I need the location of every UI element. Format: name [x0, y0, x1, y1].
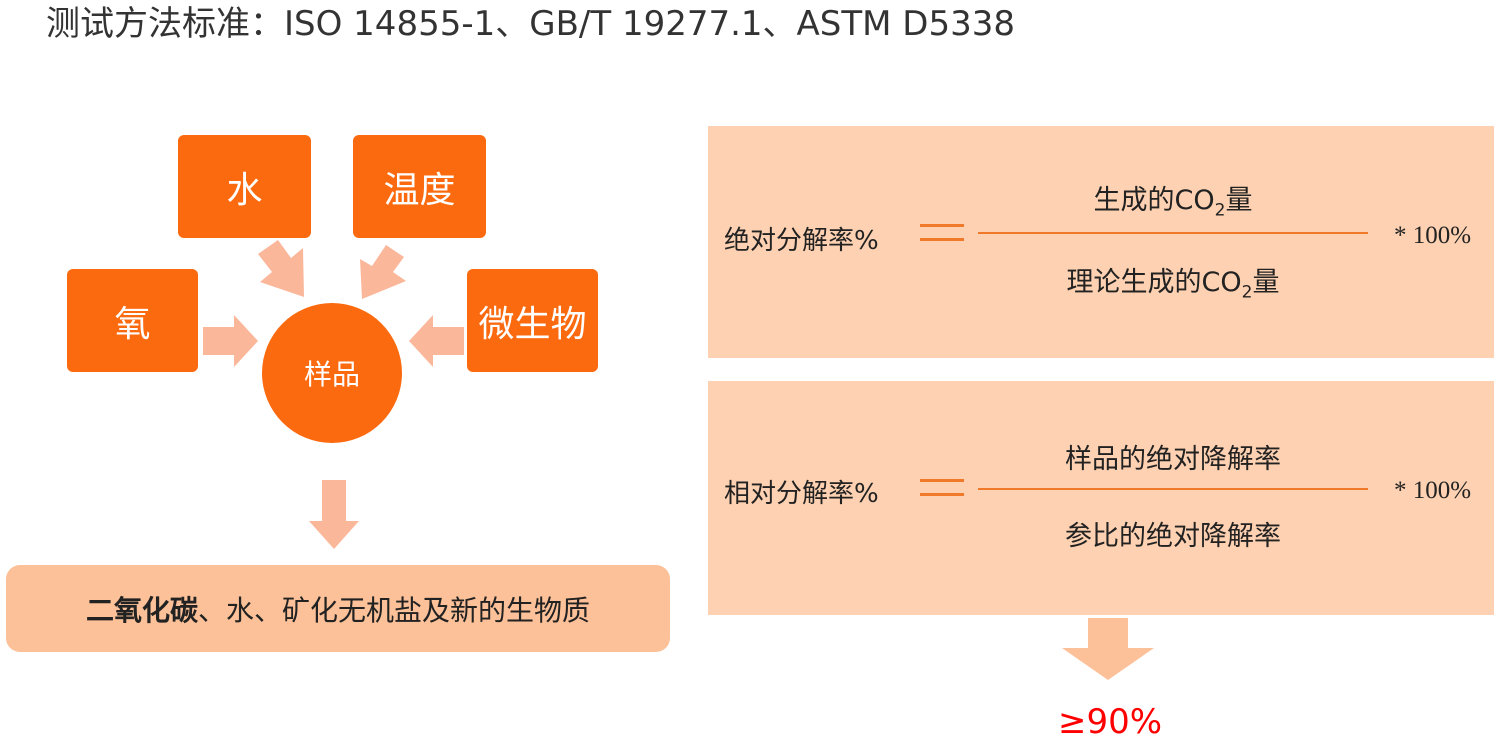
relative-formula-lhs: 相对分解率%	[724, 479, 879, 509]
relative-formula-multiplier: * 100%	[1394, 477, 1472, 504]
water-label: 水	[226, 169, 263, 211]
water-arrow	[258, 240, 304, 297]
fraction-line	[978, 488, 1368, 490]
microbes-label: 微生物	[478, 303, 587, 345]
water-box: 水	[178, 135, 311, 238]
result-box: 二氧化碳、水、矿化无机盐及新的生物质	[6, 565, 670, 652]
result-bold: 二氧化碳	[85, 593, 198, 627]
oxygen-label: 氧	[114, 303, 151, 345]
oxygen-arrow	[203, 315, 258, 367]
absolute-formula-panel: 绝对分解率% 生成的CO2量 理论生成的CO2量 * 100%	[708, 126, 1494, 358]
temperature-box: 温度	[353, 135, 486, 238]
oxygen-box: 氧	[67, 269, 198, 372]
threshold-arrow	[1062, 618, 1154, 680]
result-arrow	[309, 480, 359, 549]
sample-label: 样品	[303, 358, 360, 391]
temperature-label: 温度	[383, 169, 456, 211]
result-rest: 、水、矿化无机盐及新的生物质	[198, 593, 591, 627]
relative-formula-numerator: 样品的绝对降解率	[1065, 444, 1281, 475]
absolute-formula-numerator: 生成的CO2量	[1093, 185, 1253, 221]
temperature-arrow	[360, 245, 406, 299]
equals-sign	[920, 479, 964, 499]
fraction-line	[978, 232, 1368, 234]
microbes-arrow	[409, 315, 464, 367]
absolute-formula-lhs: 绝对分解率%	[724, 226, 879, 256]
relative-formula-denominator: 参比的绝对降解率	[1065, 521, 1281, 552]
sample-circle: 样品	[262, 303, 402, 443]
result-text: 二氧化碳、水、矿化无机盐及新的生物质	[86, 589, 590, 629]
microbes-box: 微生物	[467, 269, 598, 372]
page-title: 测试方法标准：ISO 14855-1、GB/T 19277.1、ASTM D53…	[46, 4, 1015, 44]
threshold-value: ≥90%	[1057, 702, 1163, 742]
absolute-formula-denominator: 理论生成的CO2量	[1066, 267, 1280, 303]
relative-formula-panel: 相对分解率% 样品的绝对降解率 参比的绝对降解率 * 100%	[708, 381, 1494, 615]
equals-sign	[920, 224, 964, 244]
absolute-formula-multiplier: * 100%	[1394, 222, 1472, 249]
